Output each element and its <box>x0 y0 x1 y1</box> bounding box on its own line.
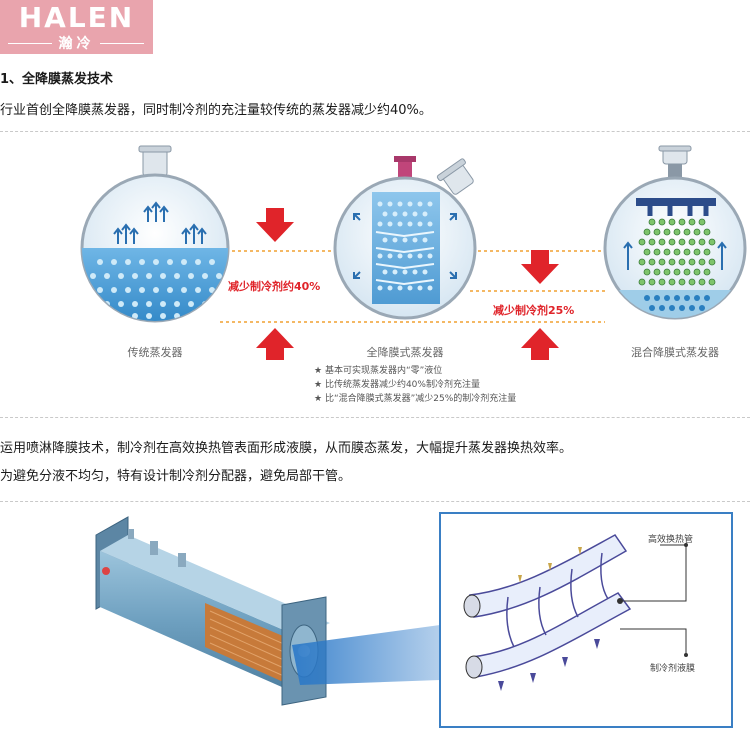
callout-heat-tube: 高效换热管 <box>648 535 694 545</box>
feature-bullets: ★ 基本可实现蒸发器内“零”液位 ★ 比传统蒸发器减少约40%制冷剂充注量 ★ … <box>314 364 516 406</box>
brand-logo: HALEN 瀚冷 <box>0 0 153 54</box>
caption-falling-film: 全降膜式蒸发器 <box>366 346 444 359</box>
section-title: 1、全降膜蒸发技术 <box>0 72 114 87</box>
evaporator-cutaway-diagram <box>95 512 733 728</box>
paragraph-spray-film: 运用喷淋降膜技术，制冷剂在高效换热管表面形成液膜，从而膜态蒸发，大幅提升蒸发器换… <box>0 441 573 456</box>
reduction-arrows-left <box>256 208 294 360</box>
callout-refrigerant-film: 制冷剂液膜 <box>650 664 696 674</box>
reduction-label-25: 减少制冷剂25% <box>493 304 575 317</box>
bullet-item: ★ 比传统蒸发器减少约40%制冷剂充注量 <box>314 380 480 390</box>
logo-rule-left <box>8 43 52 44</box>
tube-detail-illustration <box>463 534 688 691</box>
bullet-item: ★ 比“混合降膜式蒸发器”减少25%的制冷剂充注量 <box>314 394 517 404</box>
traditional-evaporator-icon <box>80 145 230 323</box>
divider <box>0 131 750 132</box>
reduction-arrows-right <box>521 250 559 360</box>
reduction-label-40: 减少制冷剂约40% <box>228 280 321 293</box>
section-intro: 行业首创全降膜蒸发器，同时制冷剂的充注量较传统的蒸发器减少约40%。 <box>0 103 432 118</box>
evaporator-illustration <box>95 516 330 706</box>
logo-rule-right <box>100 43 144 44</box>
falling-film-evaporator-icon <box>333 156 477 320</box>
caption-traditional: 传统蒸发器 <box>127 346 183 359</box>
caption-hybrid: 混合降膜式蒸发器 <box>631 346 719 359</box>
magnification-beam <box>292 625 440 685</box>
bullet-item: ★ 基本可实现蒸发器内“零”液位 <box>314 366 443 376</box>
paragraph-distributor: 为避免分液不均匀，特有设计制冷剂分配器，避免局部干管。 <box>0 469 352 484</box>
hybrid-falling-film-evaporator-icon <box>603 145 747 320</box>
logo-wordmark: HALEN <box>18 1 135 34</box>
divider <box>0 501 750 502</box>
logo-subtitle: 瀚冷 <box>58 36 95 52</box>
evaporator-comparison-diagram <box>80 145 747 360</box>
divider <box>0 417 750 418</box>
